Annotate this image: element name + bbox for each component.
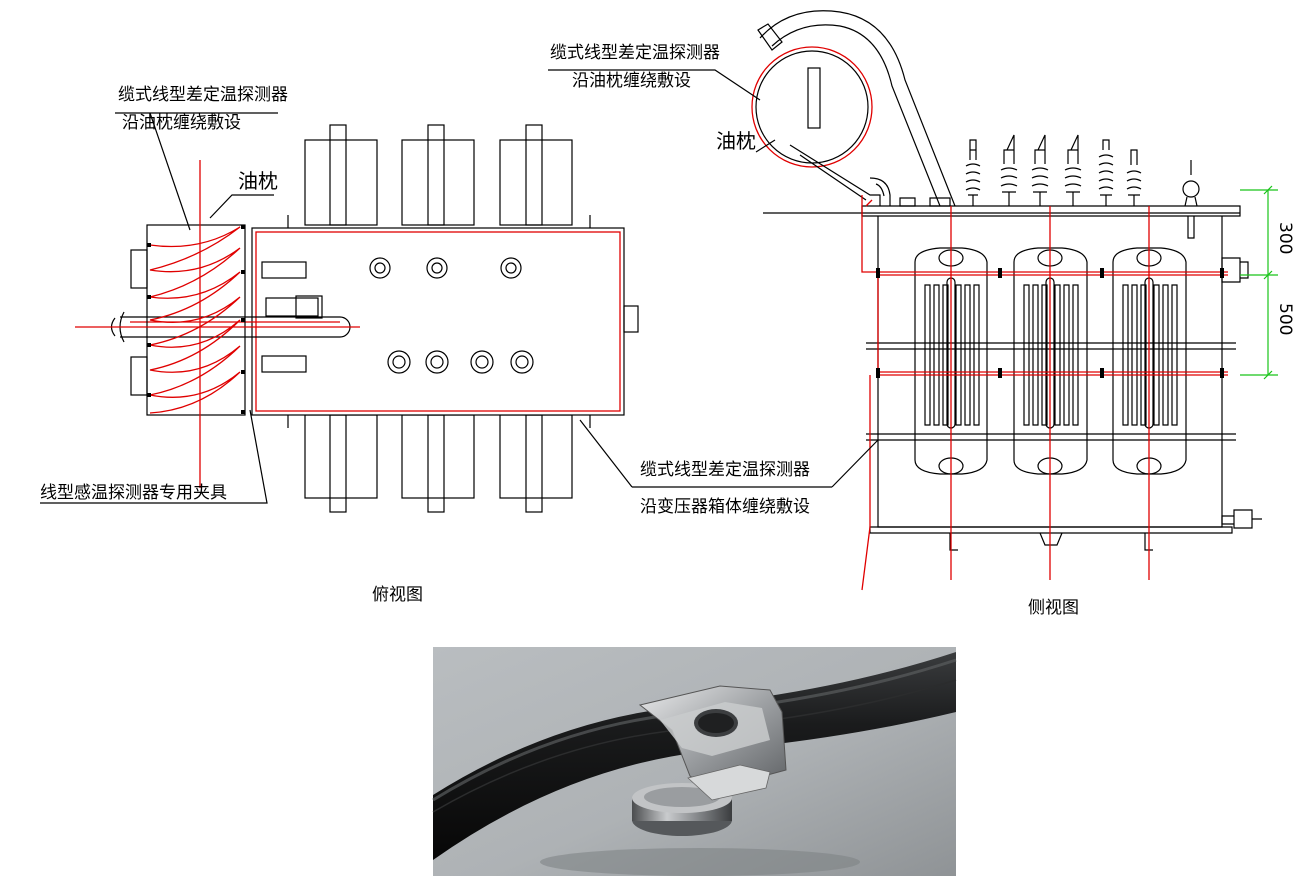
top-conservator-cable (149, 226, 241, 414)
side-radiators (914, 247, 1187, 475)
top-label-cable-line1: 缆式线型差定温探测器 (118, 85, 288, 105)
side-dim-upper: 300 (1275, 222, 1293, 254)
top-label-clamp: 线型感温探测器专用夹具 (40, 483, 227, 503)
top-radiators-lower (304, 414, 573, 513)
side-dimension-lines (1240, 185, 1278, 380)
tank-label-line1: 缆式线型差定温探测器 (640, 460, 810, 480)
side-dim-lower: 500 (1275, 303, 1293, 335)
side-view-drawing (548, 10, 1278, 591)
steel-clamp (638, 685, 787, 801)
top-label-conservator: 油枕 (238, 169, 278, 193)
clamp-photo (432, 647, 957, 876)
top-bushings (369, 257, 534, 374)
tank-label-line2: 沿变压器箱体缠绕敷设 (640, 497, 810, 517)
side-cable-route (861, 195, 1228, 376)
top-view-caption: 俯视图 (372, 585, 423, 605)
side-view-caption: 侧视图 (1028, 598, 1079, 618)
top-view-drawing (40, 112, 832, 513)
side-label-cable-line1: 缆式线型差定温探测器 (550, 43, 720, 63)
top-label-cable-line2: 沿油枕缠绕敷设 (122, 113, 241, 133)
side-label-cable-line2: 沿油枕缠绕敷设 (572, 71, 691, 91)
side-bushings (965, 134, 1142, 206)
top-radiators-upper (304, 124, 573, 226)
magnet-base (632, 783, 732, 836)
side-label-conservator: 油枕 (716, 129, 756, 153)
